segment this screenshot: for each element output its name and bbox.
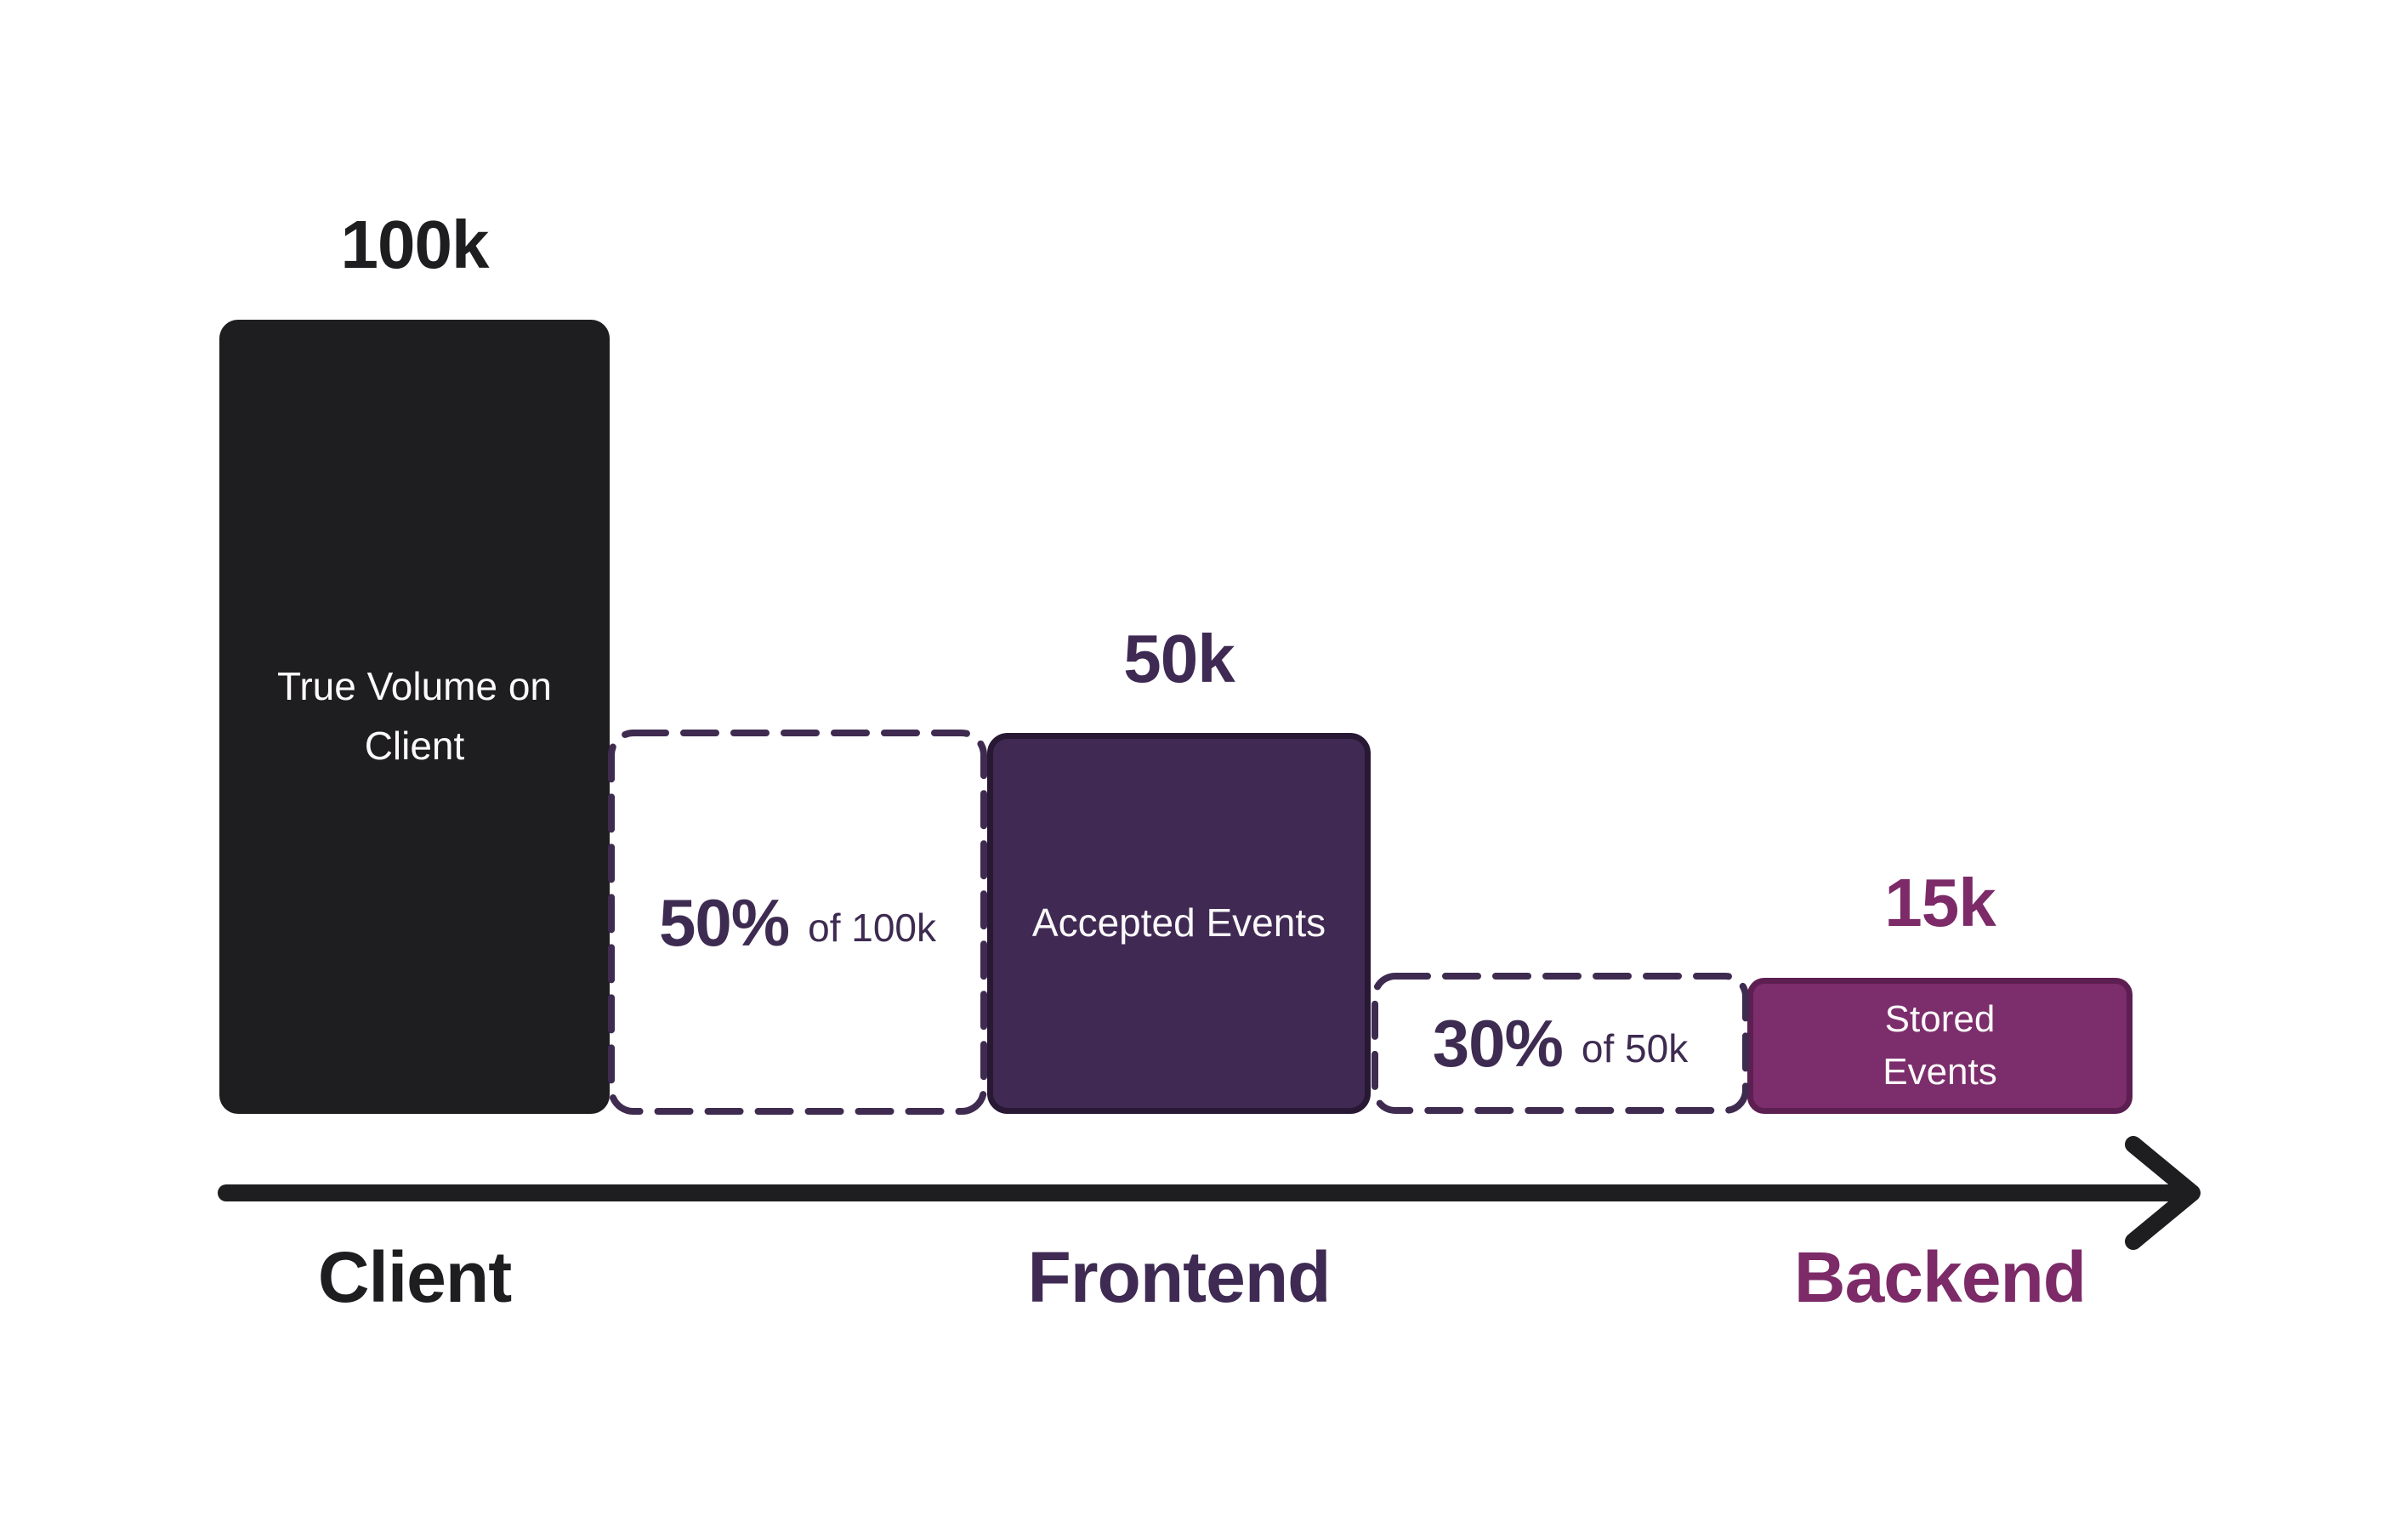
retention-percent: 30% xyxy=(1432,1006,1564,1081)
retention-text-row: 30% of 50k xyxy=(1372,973,1749,1114)
retention-of: of 100k xyxy=(808,905,937,950)
bar-label-true-volume: True Volume on Client xyxy=(276,664,553,768)
axis-label-backend: Backend xyxy=(1793,1237,2087,1317)
dashed-border-box xyxy=(608,730,987,1115)
value-label-frontend: 50k xyxy=(1123,621,1235,696)
retention-text-row: 50% of 100k xyxy=(608,730,987,1115)
value-label-backend: 15k xyxy=(1884,865,1996,940)
bar-accepted-events: Accepted Events xyxy=(987,733,1371,1114)
value-label-client: 100k xyxy=(340,207,490,282)
bar-stored-events: Stored Events xyxy=(1747,978,2133,1114)
retention-box-frontend-to-backend: 30% of 50k xyxy=(1372,973,1749,1114)
bar-label-accepted-events: Accepted Events xyxy=(1031,900,1326,946)
retention-percent: 50% xyxy=(658,884,790,960)
arrowhead-icon xyxy=(2125,1136,2201,1250)
bar-true-volume-on-client: True Volume on Client xyxy=(219,320,610,1114)
retention-of: of 50k xyxy=(1581,1026,1689,1071)
retention-box-client-to-frontend: 50% of 100k xyxy=(608,730,987,1115)
axis-label-frontend: Frontend xyxy=(1027,1237,1332,1317)
bar-label-stored-events: Stored Events xyxy=(1883,997,1997,1093)
dashed-border-box xyxy=(1372,973,1749,1114)
axis-label-client: Client xyxy=(317,1237,512,1317)
